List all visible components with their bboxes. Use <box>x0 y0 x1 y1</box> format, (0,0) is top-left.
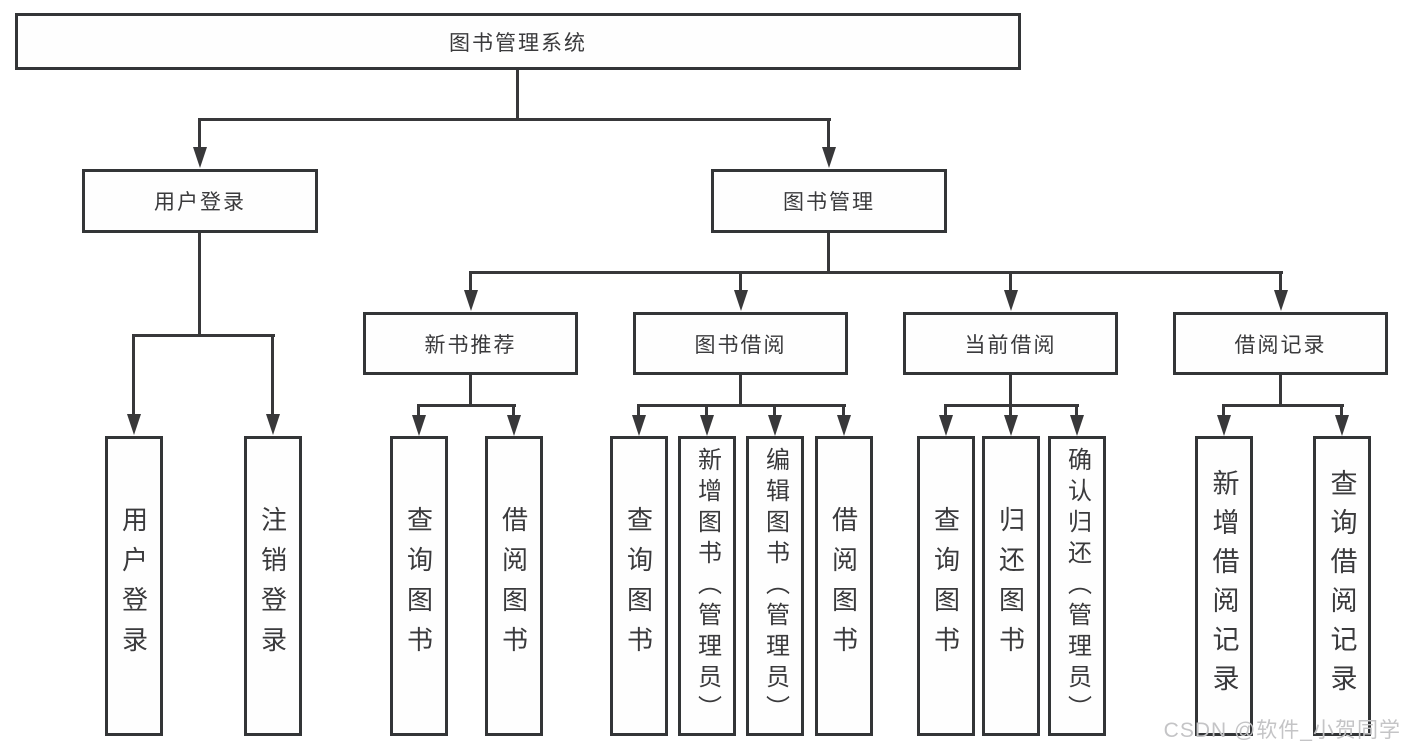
leaf-borrow-books: 借阅图书 <box>815 436 873 736</box>
node-label: 注销登录 <box>257 506 288 666</box>
connector-line <box>198 118 831 121</box>
node-label: 图书借阅 <box>694 333 787 357</box>
arrow-down-icon <box>1069 404 1084 436</box>
node-new-book-recommend: 新书推荐 <box>363 312 578 375</box>
connector-line <box>637 404 846 407</box>
node-label: 新书推荐 <box>424 333 517 357</box>
node-label: 查询借阅记录 <box>1326 469 1357 703</box>
node-label: 编辑图书（管理员） <box>761 446 789 726</box>
connector-line <box>417 404 516 407</box>
connector-line <box>1009 375 1012 407</box>
arrow-down-icon <box>1216 404 1231 436</box>
leaf-query-books: 查询图书 <box>610 436 668 736</box>
node-label: 用户登录 <box>154 191 246 214</box>
connector-line <box>827 233 830 274</box>
node-label: 查询图书 <box>930 506 961 666</box>
node-label: 用户登录 <box>118 506 149 666</box>
arrow-down-icon <box>938 404 953 436</box>
arrow-down-icon <box>767 404 782 436</box>
node-user-login: 用户登录 <box>82 169 318 233</box>
connector-line <box>469 375 472 407</box>
connector-line <box>198 233 201 336</box>
arrow-down-icon <box>1003 271 1018 311</box>
arrow-down-icon <box>411 404 426 436</box>
node-borrow-records: 借阅记录 <box>1173 312 1388 375</box>
leaf-confirm-return-admin: 确认归还（管理员） <box>1048 436 1106 736</box>
node-label: 借阅图书 <box>498 506 529 666</box>
leaf-query-books: 查询图书 <box>917 436 975 736</box>
node-label: 归还图书 <box>995 506 1026 666</box>
arrow-down-icon <box>1273 271 1288 311</box>
leaf-add-borrow-record: 新增借阅记录 <box>1195 436 1253 736</box>
arrow-down-icon <box>821 118 836 168</box>
connector-line <box>516 68 519 121</box>
node-label: 新增借阅记录 <box>1208 469 1239 703</box>
node-book-borrow: 图书借阅 <box>633 312 848 375</box>
leaf-edit-books-admin: 编辑图书（管理员） <box>746 436 804 736</box>
node-label: 借阅图书 <box>828 506 859 666</box>
node-label: 新增图书（管理员） <box>693 446 721 726</box>
arrow-down-icon <box>463 271 478 311</box>
arrow-down-icon <box>631 404 646 436</box>
node-book-management: 图书管理 <box>711 169 947 233</box>
node-library-system: 图书管理系统 <box>15 13 1021 70</box>
arrow-down-icon <box>126 334 141 435</box>
leaf-add-books-admin: 新增图书（管理员） <box>678 436 736 736</box>
arrow-down-icon <box>699 404 714 436</box>
node-label: 图书管理 <box>783 191 875 214</box>
arrow-down-icon <box>192 118 207 168</box>
arrow-down-icon <box>1334 404 1349 436</box>
leaf-logout: 注销登录 <box>244 436 302 736</box>
connector-line <box>1222 404 1344 407</box>
node-label: 借阅记录 <box>1234 333 1327 357</box>
arrow-down-icon <box>506 404 521 436</box>
node-label: 查询图书 <box>623 506 654 666</box>
arrow-down-icon <box>1003 404 1018 436</box>
node-label: 当前借阅 <box>964 333 1057 357</box>
connector-line <box>132 334 275 337</box>
connector-line <box>1279 375 1282 407</box>
leaf-user-login: 用户登录 <box>105 436 163 736</box>
leaf-borrow-books: 借阅图书 <box>485 436 543 736</box>
leaf-query-books: 查询图书 <box>390 436 448 736</box>
leaf-return-books: 归还图书 <box>982 436 1040 736</box>
connector-line <box>469 271 1283 274</box>
node-label: 图书管理系统 <box>449 31 587 55</box>
node-current-borrow: 当前借阅 <box>903 312 1118 375</box>
arrow-down-icon <box>265 334 280 435</box>
csdn-watermark: CSDN @软件_小贺同学 <box>1163 719 1401 742</box>
leaf-query-borrow-record: 查询借阅记录 <box>1313 436 1371 736</box>
arrow-down-icon <box>733 271 748 311</box>
node-label: 查询图书 <box>403 506 434 666</box>
arrow-down-icon <box>836 404 851 436</box>
connector-line <box>739 375 742 407</box>
node-label: 确认归还（管理员） <box>1063 446 1091 726</box>
